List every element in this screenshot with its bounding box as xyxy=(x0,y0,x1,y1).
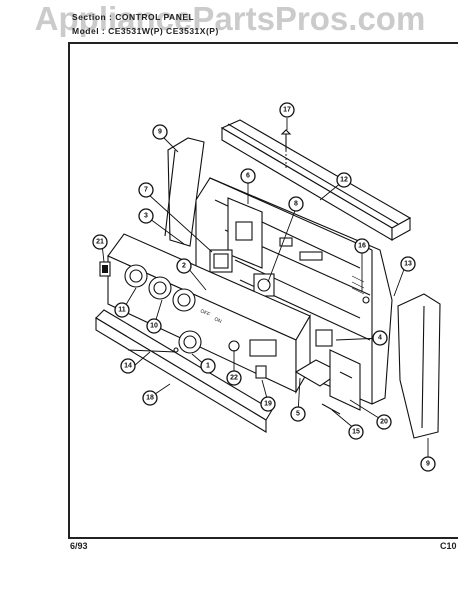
model-value: CE3531W(P) CE3531X(P) xyxy=(108,26,219,36)
svg-text:4: 4 xyxy=(378,335,382,342)
svg-text:16: 16 xyxy=(358,243,366,250)
callout-22: 22 xyxy=(226,370,242,386)
frame-left-border xyxy=(68,42,70,538)
svg-text:20: 20 xyxy=(380,419,388,426)
model-header: Model : CE3531W(P) CE3531X(P) xyxy=(72,26,219,36)
section-header: Section : CONTROL PANEL xyxy=(72,12,194,22)
section-value: CONTROL PANEL xyxy=(115,12,195,22)
part-22-clock-knob xyxy=(228,340,240,352)
callout-13: 13 xyxy=(400,256,416,272)
svg-text:12: 12 xyxy=(340,177,348,184)
svg-text:6: 6 xyxy=(246,173,250,180)
callout-3: 3 xyxy=(138,208,154,224)
svg-text:10: 10 xyxy=(150,323,158,330)
frame-bottom-border xyxy=(68,537,458,539)
callout-8: 8 xyxy=(288,196,304,212)
svg-text:3: 3 xyxy=(144,213,148,220)
svg-text:15: 15 xyxy=(352,429,360,436)
callout-10: 10 xyxy=(146,318,162,334)
callout-9-right: 9 xyxy=(420,456,436,472)
callout-12: 12 xyxy=(336,172,352,188)
svg-text:1: 1 xyxy=(206,363,210,370)
svg-text:13: 13 xyxy=(404,261,412,268)
svg-text:9: 9 xyxy=(426,461,430,468)
svg-text:22: 22 xyxy=(230,375,238,382)
svg-text:14: 14 xyxy=(124,363,132,370)
part-20-end-bracket xyxy=(329,349,361,411)
part-1-timer-knob xyxy=(178,330,202,354)
part-18-panel-trim xyxy=(95,309,273,433)
callout-11: 11 xyxy=(114,302,130,318)
callout-16: 16 xyxy=(354,238,370,254)
part-6-switch-bracket xyxy=(227,197,263,269)
callout-4: 4 xyxy=(372,330,388,346)
svg-text:9: 9 xyxy=(158,129,162,136)
callout-2: 2 xyxy=(176,258,192,274)
svg-text:ON: ON xyxy=(213,316,223,325)
part-9-right-end-trim xyxy=(397,293,441,439)
callout-19: 19 xyxy=(260,396,276,412)
part-9-left-end-trim xyxy=(164,137,205,247)
callout-18: 18 xyxy=(142,390,158,406)
part-14-screw xyxy=(127,349,177,353)
part-7-switch xyxy=(209,249,233,273)
watermark: AppliancePartsPros.com xyxy=(34,0,426,37)
callout-6: 6 xyxy=(240,168,256,184)
section-label: Section : xyxy=(72,12,113,22)
callout-14: 14 xyxy=(120,358,136,374)
clock-window xyxy=(249,339,277,357)
svg-text:5: 5 xyxy=(296,411,300,418)
callout-5: 5 xyxy=(290,406,306,422)
part-19-lens xyxy=(255,365,267,379)
callout-17: 17 xyxy=(279,102,295,118)
callout-21: 21 xyxy=(92,234,108,250)
part-17-screw xyxy=(280,129,292,170)
part-11-burner-knobs xyxy=(124,264,196,312)
callout-15: 15 xyxy=(348,424,364,440)
svg-text:11: 11 xyxy=(118,307,126,314)
callout-7: 7 xyxy=(138,182,154,198)
footer-date: 6/93 xyxy=(70,541,88,551)
footer-page-code: C10 xyxy=(440,541,457,551)
svg-text:7: 7 xyxy=(144,187,148,194)
svg-text:19: 19 xyxy=(264,401,272,408)
part-21-indicator-light xyxy=(99,261,111,277)
callout-1: 1 xyxy=(200,358,216,374)
frame-top-border xyxy=(70,42,458,44)
svg-text:2: 2 xyxy=(182,263,186,270)
part-12-top-rail xyxy=(220,119,412,241)
svg-text:21: 21 xyxy=(96,239,104,246)
callout-20: 20 xyxy=(376,414,392,430)
part-15-clip xyxy=(321,403,341,415)
svg-text:8: 8 xyxy=(294,201,298,208)
part-4-switch xyxy=(315,329,333,347)
model-label: Model : xyxy=(72,26,106,36)
callout-9-left: 9 xyxy=(152,124,168,140)
svg-text:OFF: OFF xyxy=(199,308,211,318)
svg-text:17: 17 xyxy=(283,107,291,114)
svg-text:18: 18 xyxy=(146,395,154,402)
